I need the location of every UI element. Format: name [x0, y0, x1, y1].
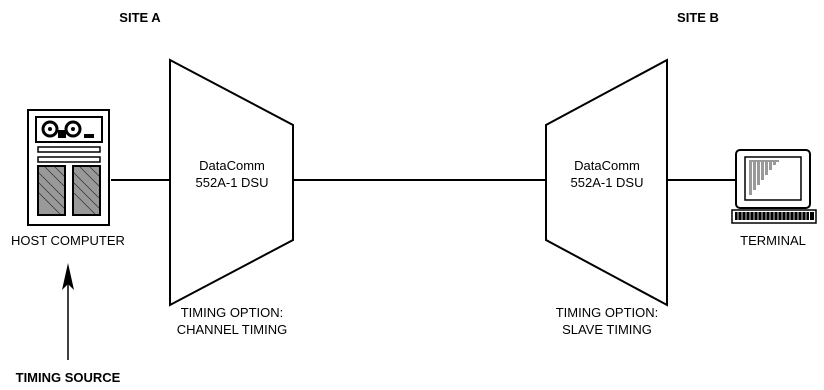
site-b-label: SITE B — [677, 10, 719, 25]
host-computer-icon — [27, 109, 110, 226]
host-computer-label: HOST COMPUTER — [11, 233, 125, 248]
timing-source-arrow — [62, 263, 74, 360]
dsu-a-label-line1: DataComm — [199, 158, 265, 173]
site-a-label: SITE A — [119, 10, 161, 25]
dsu-b-label-line1: DataComm — [574, 158, 640, 173]
dsu-a-label-line2: 552A-1 DSU — [196, 175, 269, 190]
dsu-b-label-line2: 552A-1 DSU — [571, 175, 644, 190]
terminal-icon — [731, 149, 817, 224]
terminal-label: TERMINAL — [740, 233, 806, 248]
timing-source-label: TIMING SOURCE — [16, 370, 121, 385]
timing-option-b-line1: TIMING OPTION: — [556, 305, 659, 320]
dsu-b-shape — [545, 58, 668, 307]
timing-option-a-line1: TIMING OPTION: — [181, 305, 284, 320]
timing-option-b-line2: SLAVE TIMING — [562, 322, 652, 337]
dsu-a-shape — [169, 58, 294, 307]
timing-option-a-line2: CHANNEL TIMING — [177, 322, 288, 337]
